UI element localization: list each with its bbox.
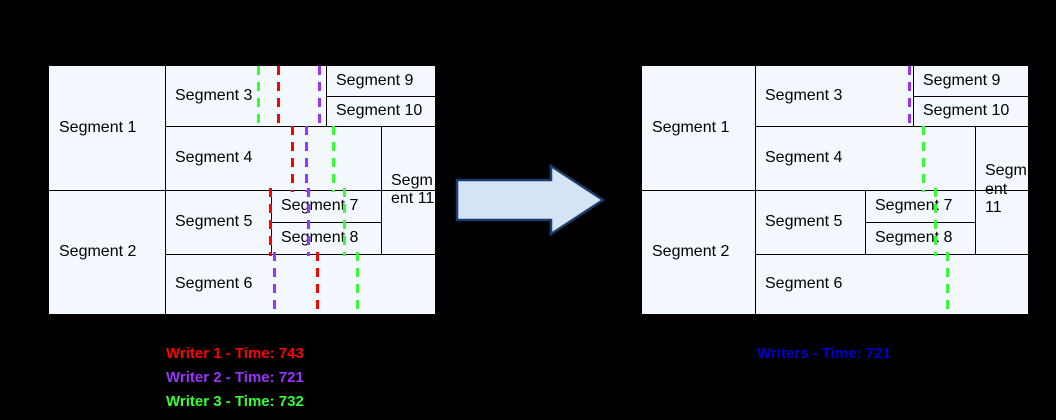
legend-entry-writers: Writers - Time: 721 [757,345,891,362]
divider [381,126,382,254]
cell-segment-4[interactable]: Segment 4 [165,126,381,190]
legend-entry-writer-1: Writer 1 - Time: 743 [166,345,304,362]
cell-segment-6[interactable]: Segment 6 [755,254,1028,314]
writer-line-7-merged [934,188,937,256]
cell-segment-7[interactable]: Segment 7 [271,190,381,222]
cell-label: Segment 2 [59,242,137,260]
divider [755,126,1028,127]
cell-segment-6[interactable]: Segment 6 [165,254,435,314]
cell-label: Segment 1 [652,118,730,136]
writer-line-6-w1 [316,252,319,314]
writer-line-7-w3 [343,188,346,256]
divider [913,96,1028,97]
cell-label: Segment 5 [175,212,253,230]
cell-segment-2[interactable]: Segment 2 [49,190,165,314]
cell-segment-10[interactable]: Segment 10 [326,96,435,126]
divider [49,190,435,191]
divider [326,96,435,97]
writer-line-4-merged [922,126,925,192]
after-state-diagram: Segment 1 Segment 2 Segment 3 Segment 9 … [640,64,1030,316]
cell-segment-4[interactable]: Segment 4 [755,126,975,190]
right-arrow-icon [455,163,606,237]
divider [165,254,435,255]
cell-label: Segment 4 [175,148,253,166]
cell-label: Segment 5 [765,212,843,230]
cell-segment-3[interactable]: Segment 3 [755,66,913,126]
cell-segment-9[interactable]: Segment 9 [913,66,1028,96]
cell-label: Segment 2 [652,242,730,260]
cell-label: Segment 7 [875,196,953,214]
cell-segment-8[interactable]: Segment 8 [865,222,975,254]
cell-label: Segment 8 [875,228,953,246]
divider [755,254,1028,255]
cell-label: Segment 9 [336,71,414,89]
writer-line-6-w3 [356,252,359,314]
cell-segment-1[interactable]: Segment 1 [49,66,165,190]
legend-after: Writers - Time: 721 [757,342,891,366]
writer-line-4-w3 [332,126,335,192]
cell-segment-8[interactable]: Segment 8 [271,222,381,254]
cell-segment-5[interactable]: Segment 5 [755,190,865,254]
divider [975,126,976,254]
cell-label: Segment 1 [59,118,137,136]
divider [271,222,381,223]
cell-label: Segment 6 [175,274,253,292]
writer-line-3-merged [908,66,911,128]
legend-before: Writer 1 - Time: 743 Writer 2 - Time: 72… [166,342,304,414]
cell-segment-5[interactable]: Segment 5 [165,190,271,254]
legend-entry-writer-2: Writer 2 - Time: 721 [166,369,304,386]
writer-line-3-w2 [318,66,321,128]
divider [165,126,435,127]
cell-label: Segment 9 [923,71,1001,89]
cell-segment-1[interactable]: Segment 1 [642,66,755,190]
cell-label: Segment 4 [765,148,843,166]
cell-segment-3[interactable]: Segment 3 [165,66,326,126]
cell-label: Segment 3 [175,86,253,104]
cell-label: Segment 10 [336,101,423,119]
writer-line-4-w1 [291,126,294,192]
writer-line-3-w1 [277,66,280,128]
writer-line-5-w1 [269,188,272,256]
writer-line-6-w2 [273,252,276,314]
writer-line-7-w2 [307,188,310,256]
cell-label: Segment 6 [765,274,843,292]
cell-label: Segment 10 [923,101,1010,119]
writer-line-4-w2 [305,126,308,192]
divider [642,190,1028,191]
cell-segment-10[interactable]: Segment 10 [913,96,1028,126]
before-state-diagram: Segment 1 Segment 2 Segment 3 Segment 9 … [47,64,437,316]
legend-entry-writer-3: Writer 3 - Time: 732 [166,393,304,410]
divider [865,222,975,223]
writer-line-6-merged [946,252,949,314]
cell-segment-7[interactable]: Segment 7 [865,190,975,222]
cell-segment-9[interactable]: Segment 9 [326,66,435,96]
writer-line-3-w3 [257,66,260,128]
cell-segment-2[interactable]: Segment 2 [642,190,755,314]
cell-label: Segment 3 [765,86,843,104]
